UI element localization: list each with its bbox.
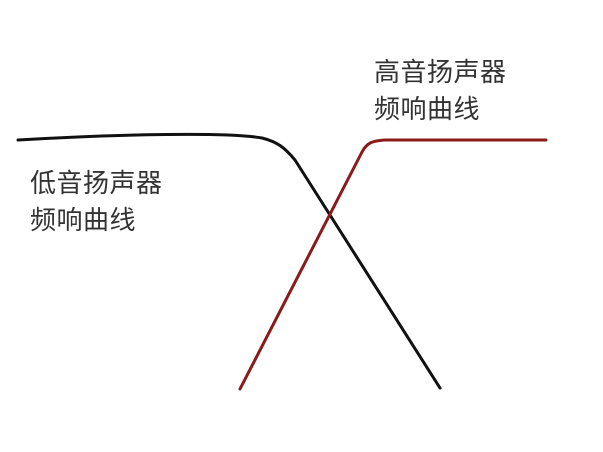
tweeter-curve-label: 高音扬声器 频响曲线 xyxy=(374,55,507,129)
tweeter-response-curve xyxy=(238,138,548,391)
tweeter-label-line2: 频响曲线 xyxy=(374,95,481,125)
woofer-response-curve xyxy=(16,132,442,390)
woofer-label-line2: 频响曲线 xyxy=(30,206,137,236)
tweeter-label-line1: 高音扬声器 xyxy=(374,58,507,88)
woofer-curve-label: 低音扬声器 频响曲线 xyxy=(30,166,163,240)
woofer-label-line1: 低音扬声器 xyxy=(30,169,163,199)
